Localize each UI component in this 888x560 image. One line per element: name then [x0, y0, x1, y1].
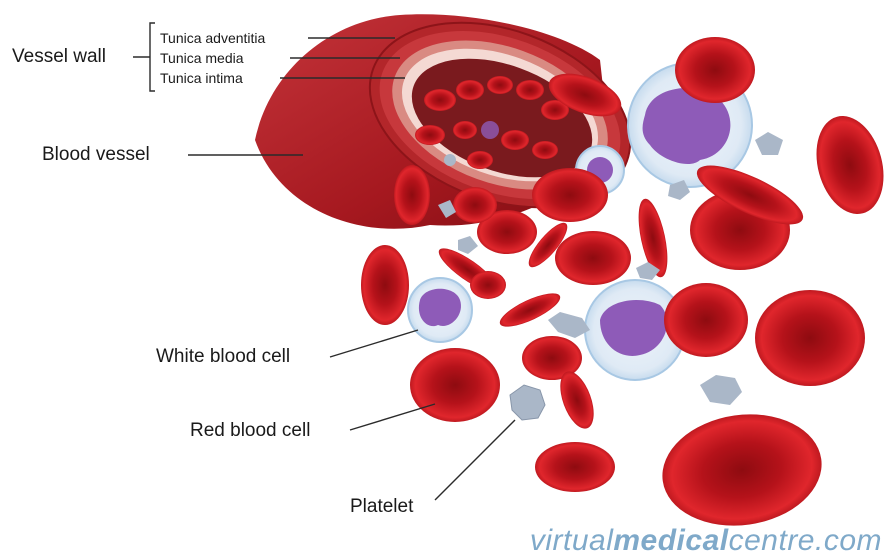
watermark-part2: medical [613, 524, 728, 557]
red-blood-cell-line [350, 404, 435, 430]
white-blood-cell [408, 278, 472, 342]
label-white-blood-cell: White blood cell [156, 346, 290, 368]
label-platelet: Platelet [350, 496, 413, 518]
watermark-part3: centre.com [729, 524, 882, 557]
red-blood-cell [410, 348, 500, 422]
watermark: virtualmedicalcentre.com [530, 524, 882, 558]
label-blood-vessel: Blood vessel [42, 144, 150, 166]
platelet-line [435, 420, 515, 500]
watermark-part1: virtual [530, 524, 614, 557]
label-vessel-wall: Vessel wall [12, 46, 106, 68]
label-tunica-intima: Tunica intima [160, 70, 243, 86]
label-red-blood-cell: Red blood cell [190, 420, 310, 442]
platelet [510, 385, 545, 420]
white-blood-cell-line [330, 330, 418, 357]
label-tunica-adventitia: Tunica adventitia [160, 30, 265, 46]
vessel-wall-bracket [150, 23, 155, 91]
label-tunica-media: Tunica media [160, 50, 244, 66]
